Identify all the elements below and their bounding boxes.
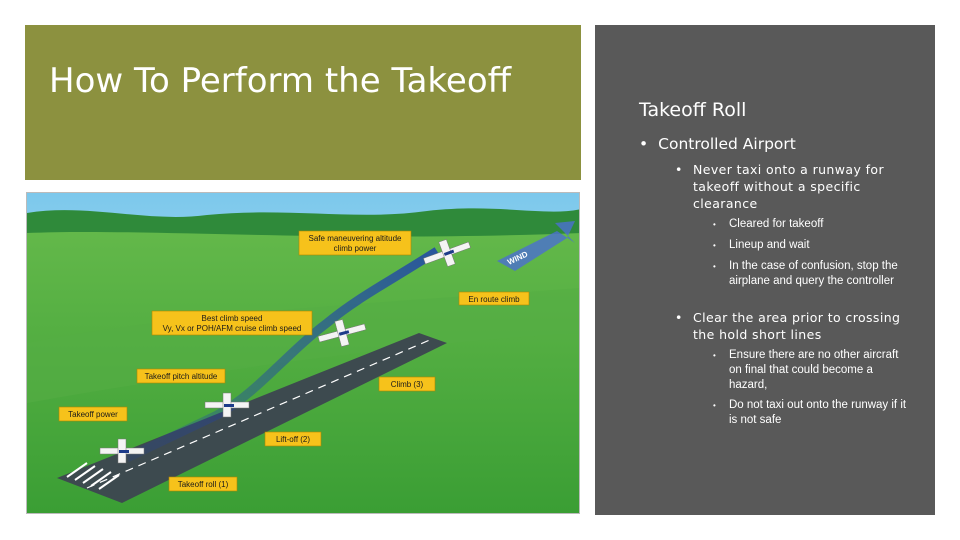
bullet-dot: •	[713, 220, 716, 229]
label-best-climb-speed: Best climb speed Vy, Vx or POH/AFM cruis…	[151, 310, 313, 336]
sub-sub-bullet-lineup: • Lineup and wait	[713, 238, 909, 253]
svg-text:Lift-off (2): Lift-off (2)	[276, 435, 310, 444]
runway	[57, 333, 447, 503]
svg-text:Best climb speed: Best climb speed	[202, 314, 263, 323]
sub-bullet-text: Never taxi onto a runway for takeoff wit…	[693, 162, 884, 211]
takeoff-diagram: WIND Safe maneuvering altitude climb pow	[26, 192, 580, 514]
sub-bullet-text: Clear the area prior to crossing the hol…	[693, 310, 901, 342]
label-liftoff2: Lift-off (2)	[264, 431, 322, 447]
bullet-dot: •	[713, 401, 716, 410]
svg-text:Takeoff power: Takeoff power	[68, 410, 118, 419]
section-heading: Takeoff Roll	[639, 99, 747, 121]
svg-text:Takeoff pitch altitude: Takeoff pitch altitude	[145, 372, 218, 381]
bullet-dot: •	[675, 310, 683, 325]
slide-title: How To Perform the Takeoff	[49, 61, 512, 101]
sub-sub-bullet-confusion: • In the case of confusion, stop the air…	[713, 259, 909, 289]
sub-sub-bullet-text: Cleared for takeoff	[729, 218, 824, 230]
sub-sub-bullet-text: Ensure there are no other aircraft on fi…	[729, 349, 899, 391]
bullet-dot: •	[713, 351, 716, 360]
bullet-dot: •	[713, 241, 716, 250]
content-panel: Takeoff Roll • Controlled Airport • Never…	[595, 25, 935, 515]
airplane-climb	[317, 319, 367, 347]
sub-sub-bullet-text: Do not taxi out onto the runway if it is…	[729, 399, 907, 426]
bullet-dot: •	[675, 162, 683, 177]
sub-sub-bullet-do-not-taxi: • Do not taxi out onto the runway if it …	[713, 398, 909, 428]
airplane-enroute	[423, 239, 471, 267]
runway-centerline	[86, 338, 433, 489]
label-takeoff-power: Takeoff power	[58, 406, 128, 422]
svg-text:Vy, Vx or POH/AFM cruise climb: Vy, Vx or POH/AFM cruise climb speed	[163, 324, 302, 333]
sub-sub-bullet-ensure: • Ensure there are no other aircraft on …	[713, 348, 909, 393]
label-en-route-climb: En route climb	[458, 291, 530, 306]
svg-text:Safe maneuvering altitude: Safe maneuvering altitude	[309, 234, 403, 243]
wind-arrow	[497, 221, 575, 271]
airplane-liftoff	[204, 392, 250, 418]
flight-path	[125, 247, 440, 463]
label-takeoff-roll1: Takeoff roll (1)	[168, 476, 238, 492]
sub-sub-bullet-text: In the case of confusion, stop the airpl…	[729, 260, 898, 287]
bullet-dot: •	[713, 262, 716, 271]
sub-bullet-clear-area: • Clear the area prior to crossing the h…	[675, 309, 908, 343]
sub-sub-bullet-cleared: • Cleared for takeoff	[713, 217, 909, 232]
bullet-label: Controlled Airport	[658, 135, 796, 153]
svg-text:climb power: climb power	[334, 244, 377, 253]
bullet-controlled-airport: • Controlled Airport	[639, 135, 929, 153]
bullet-dot: •	[639, 135, 649, 153]
label-takeoff-pitch: Takeoff pitch altitude	[136, 368, 226, 384]
threshold-markings	[66, 462, 120, 490]
svg-text:Takeoff roll (1): Takeoff roll (1)	[178, 480, 229, 489]
label-safe-maneuvering: Safe maneuvering altitude climb power	[298, 230, 412, 256]
svg-text:En route climb: En route climb	[468, 295, 520, 304]
sub-sub-bullet-text: Lineup and wait	[729, 239, 810, 251]
title-panel: How To Perform the Takeoff	[25, 25, 581, 180]
sub-bullet-never-taxi: • Never taxi onto a runway for takeoff w…	[675, 161, 908, 212]
label-climb3: Climb (3)	[378, 376, 436, 392]
airplane-roll	[99, 438, 145, 464]
svg-text:Climb (3): Climb (3)	[391, 380, 424, 389]
